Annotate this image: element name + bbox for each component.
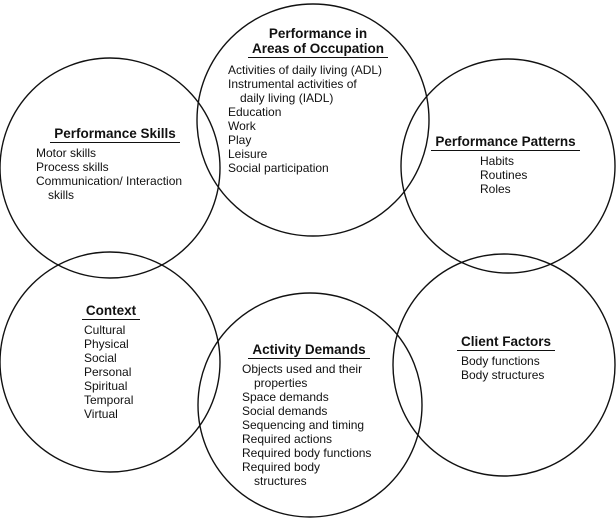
context-circle	[0, 251, 221, 473]
client-factors-list: Body functions Body structures	[456, 354, 556, 382]
circle-title-text: Performance Skills	[50, 126, 180, 143]
list-item-continuation: daily living (IADL)	[240, 91, 334, 105]
activity-demands-list: Objects used and their properties Space …	[236, 362, 382, 488]
list-item: Habits	[480, 154, 515, 168]
list-item: Instrumental activities of	[228, 77, 357, 91]
list-item: Required actions	[242, 432, 333, 446]
client-factors-block: Client Factors Body functions Body struc…	[456, 334, 556, 382]
list-item: Communication/ Interaction	[36, 174, 183, 188]
circle-title: Performance in Areas of Occupation	[222, 26, 414, 58]
performance-skills-block: Performance Skills Motor skills Process …	[30, 126, 200, 202]
activity-demands-block: Activity Demands Objects used and their …	[236, 342, 382, 488]
list-item: Body structures	[461, 368, 545, 382]
list-item: Leisure	[228, 147, 268, 161]
circle-title-text: Performance Patterns	[431, 134, 580, 151]
list-item: Cultural	[84, 323, 126, 337]
list-item: Social demands	[242, 404, 328, 418]
performance-skills-list: Motor skills Process skills Communicatio…	[30, 146, 200, 202]
list-item: Process skills	[36, 160, 109, 174]
list-item: Sequencing and timing	[242, 418, 365, 432]
performance-patterns-circle	[400, 58, 616, 274]
performance-areas-list: Activities of daily living (ADL) Instrum…	[222, 63, 414, 175]
circle-title-text-line1: Performance in	[268, 26, 368, 41]
list-item: Physical	[84, 337, 129, 351]
circle-title: Client Factors	[456, 334, 556, 351]
context-block: Context Cultural Physical Social Persona…	[76, 303, 146, 421]
circle-title-text: Activity Demands	[248, 342, 370, 359]
performance-patterns-list: Habits Routines Roles	[418, 154, 593, 196]
list-item: Body functions	[461, 354, 540, 368]
list-item: Temporal	[84, 393, 134, 407]
client-factors-circle	[392, 253, 616, 477]
context-list: Cultural Physical Social Personal Spirit…	[76, 323, 146, 421]
list-item: Social	[84, 351, 117, 365]
list-item-continuation: properties	[254, 376, 308, 390]
list-item: Education	[228, 105, 282, 119]
circle-title-text-line2: Areas of Occupation	[247, 41, 389, 58]
list-item: Routines	[480, 168, 528, 182]
list-item: Personal	[84, 365, 132, 379]
circle-title-text: Context	[81, 303, 141, 320]
performance-areas-circle	[196, 3, 430, 237]
list-item: Spiritual	[84, 379, 128, 393]
performance-areas-block: Performance in Areas of Occupation Activ…	[222, 26, 414, 175]
circle-title-text: Client Factors	[456, 334, 556, 351]
list-item: Play	[228, 133, 252, 147]
list-item: Social participation	[228, 161, 329, 175]
list-item: Activities of daily living (ADL)	[228, 63, 383, 77]
circle-title: Activity Demands	[236, 342, 382, 359]
list-item: Motor skills	[36, 146, 97, 160]
list-item-continuation: structures	[254, 474, 307, 488]
list-item: Space demands	[242, 390, 329, 404]
list-item: Roles	[480, 182, 511, 196]
list-item-continuation: skills	[48, 188, 74, 202]
activity-demands-circle	[197, 292, 423, 518]
list-item: Objects used and their	[242, 362, 363, 376]
performance-skills-circle	[0, 57, 221, 279]
list-item: Required body functions	[242, 446, 372, 460]
list-item: Work	[228, 119, 256, 133]
circle-title: Performance Patterns	[418, 134, 593, 151]
list-item: Virtual	[84, 407, 118, 421]
circle-title: Context	[76, 303, 146, 320]
circle-title: Performance Skills	[30, 126, 200, 143]
list-item: Required body	[242, 460, 321, 474]
performance-patterns-block: Performance Patterns Habits Routines Rol…	[418, 134, 593, 196]
